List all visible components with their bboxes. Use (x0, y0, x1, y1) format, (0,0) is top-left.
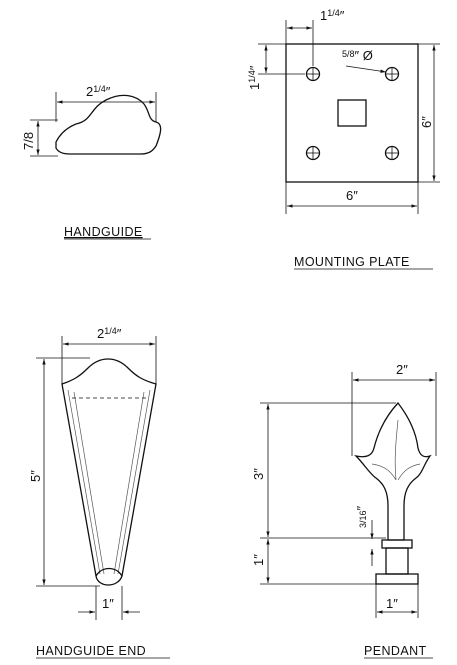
handguide-end-inner-right (113, 389, 151, 575)
handguide-end-outline (61, 358, 157, 586)
handguide-end-length-label: 5″ (28, 470, 43, 482)
mounting-plate-caption: MOUNTING PLATE (294, 255, 410, 269)
pendant-base-width-label: 1″ (386, 596, 398, 611)
pendant-stem (385, 547, 409, 575)
handguide-end-bottom-width-label: 1″ (102, 596, 114, 611)
plate-width-label: 6″ (346, 188, 358, 203)
pendant-view: 2″ 3″ 3/16″ 1″ 1″ PENDANT (251, 362, 437, 659)
hole-diameter-leader (345, 65, 387, 73)
center-square-hole (337, 99, 367, 127)
pendant-base (375, 573, 419, 585)
plate-hole-offset-label: 11/4″ (320, 8, 345, 23)
handguide-end-view: 21/4″ 5″ 1″ HANDGUIDE END (28, 326, 170, 659)
plate-height-label: 6″ (419, 116, 434, 128)
handguide-end-top-width-label: 21/4″ (97, 326, 122, 341)
handguide-end-inner-left (67, 389, 105, 575)
handguide-view: 21/4″ 7/8 HANDGUIDE (21, 84, 162, 240)
handguide-caption: HANDGUIDE (64, 225, 143, 239)
mounting-plate-view: 11/4″ 5/8″ Ø 11/4″ 6″ 6″ MOUNTING PLATE (247, 8, 440, 270)
pendant-collar-label: 3/16″ (354, 505, 369, 528)
handguide-width-label: 21/4″ (86, 84, 111, 99)
pendant-collar (381, 539, 413, 549)
pendant-top-width-label: 2″ (396, 362, 408, 377)
pendant-caption: PENDANT (364, 644, 427, 658)
hole-diameter-label: 5/8″ Ø (342, 48, 373, 63)
handguide-end-bottom-cup (95, 567, 123, 577)
handguide-height-label: 7/8 (21, 132, 36, 150)
handguide-profile (55, 94, 162, 155)
plate-side-offset-label: 11/4″ (247, 65, 262, 90)
handguide-end-caption: HANDGUIDE END (36, 644, 146, 658)
mounting-plate-outline (285, 43, 419, 183)
pendant-base-height-label: 1″ (251, 554, 266, 566)
pendant-finial-height-label: 3″ (251, 468, 266, 480)
